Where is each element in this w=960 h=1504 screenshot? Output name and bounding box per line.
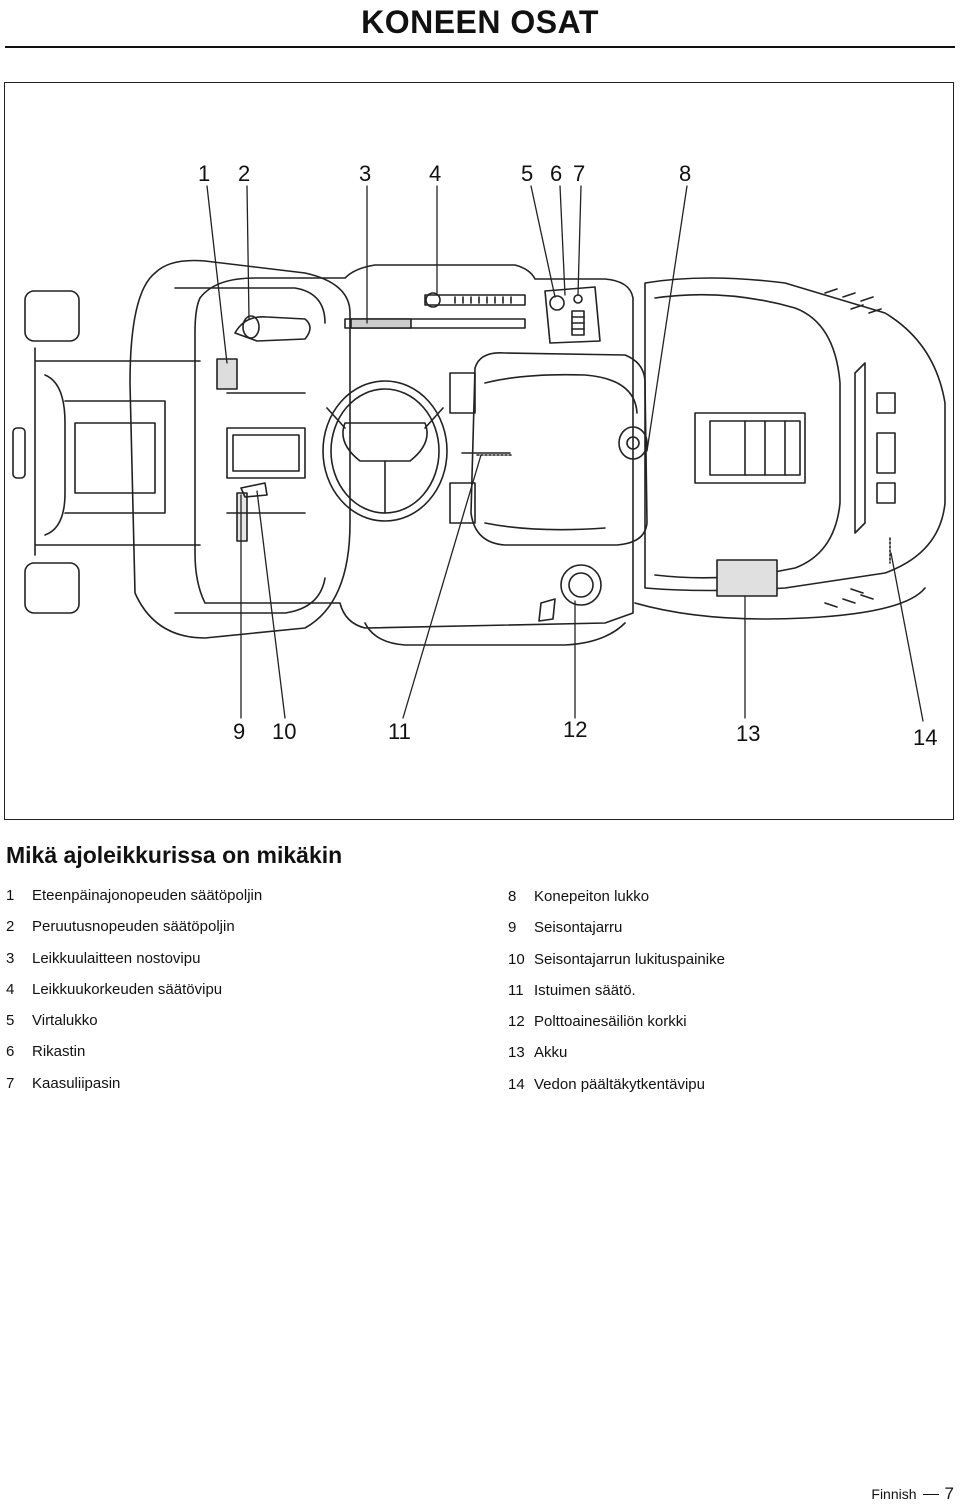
callout-3: 3 [359,161,372,186]
callout-5: 5 [521,161,534,186]
mower-line-drawing [12,185,946,722]
legend-label: Leikkuukorkeuden säätövipu [32,980,223,998]
ignition-key-icon [549,295,565,311]
legend-item: 4 Leikkuukorkeuden säätövipu [6,974,262,1005]
callout-9: 9 [233,719,246,744]
legend-label: Leikkuulaitteen nostovipu [32,949,201,967]
steering-wheel [322,380,448,522]
legend-label: Istuimen säätö. [534,981,636,999]
legend-item: 14 Vedon päältäkytkentävipu [508,1069,725,1100]
battery [716,559,778,597]
legend-label: Eteenpäinajonopeuden säätöpoljin [32,887,263,904]
callout-12: 12 [563,717,588,742]
callout-leaders [206,185,924,722]
legend-number: 12 [508,1013,525,1031]
callout-13: 13 [736,721,761,746]
seat [470,351,648,546]
footer-dash [922,1493,939,1495]
legend-item: 8 Konepeiton lukko [508,881,725,912]
front-right-wheel [24,562,80,614]
legend-item: 6 Rikastin [6,1036,262,1067]
legend-item: 7 Kaasuliipasin [6,1068,262,1099]
legend-list-right: 8 Konepeiton lukko 9 Seisontajarru 10 Seiso… [508,881,725,1100]
legend-label: Rikastin [32,1043,86,1061]
legend-item: 13 Akku [508,1037,725,1068]
parking-brake-lever [236,492,248,542]
footer-language: Finnish [871,1486,917,1502]
legend-label: Vedon päältäkytkentävipu [534,1075,705,1093]
callout-8: 8 [679,161,692,186]
legend-number: 9 [508,919,517,937]
engine-hood [644,277,946,592]
legend-number: 10 [508,950,525,968]
legend-label: Polttoainesäiliön korkki [534,1013,687,1031]
legend-list-left: 1 Eteenpäinajonopeuden säätöpoljin 2 Peruu… [6,880,262,1099]
front-left-wheel [24,290,80,342]
legend-number: 1 [6,887,15,904]
callout-14: 14 [913,725,938,750]
legend-item: 3 Leikkuulaitteen nostovipu [6,943,262,974]
legend-number: 8 [508,888,517,905]
callout-10: 10 [272,719,297,744]
legend-item: 9 Seisontajarru [508,912,725,943]
cutter-deck [129,259,351,639]
callout-7: 7 [573,161,586,186]
legend-label: Seisontajarrun lukituspainike [534,950,725,968]
fuel-cap [560,564,602,606]
pedal-knob [242,315,260,339]
page-number: 7 [944,1484,954,1503]
legend-number: 11 [508,981,524,999]
page-title: KONEEN OSAT [361,4,599,40]
legend-label: Kaasuliipasin [32,1074,121,1092]
legend-number: 6 [6,1043,15,1061]
legend-label: Virtalukko [32,1012,98,1030]
legend-number: 13 [508,1044,525,1062]
callout-11: 11 [388,719,411,744]
mower-diagram-figure: 1 2 3 4 5 6 7 8 9 10 11 12 13 14 [4,82,954,820]
legend-item: 12 Polttoainesäiliön korkki [508,1006,725,1037]
legend-number: 3 [6,949,15,967]
legend-number: 2 [6,918,15,936]
legend-number: 7 [6,1074,15,1092]
callout-1: 1 [198,161,211,186]
legend-item: 5 Virtalukko [6,1005,262,1036]
section-heading: Mikä ajoleikkurissa on mikäkin [6,842,343,868]
legend-item: 1 Eteenpäinajonopeuden säätöpoljin [6,880,262,911]
legend-item: 2 Peruutusnopeuden säätöpoljin [6,911,262,942]
legend-item: 11 Istuimen säätö. [508,975,725,1006]
legend-number: 14 [508,1075,525,1093]
legend-item: 10 Seisontajarrun lukituspainike [508,944,725,975]
callout-2: 2 [238,161,251,186]
legend-label: Peruutusnopeuden säätöpoljin [32,918,235,936]
legend-label: Seisontajarru [534,919,623,937]
title-rule [5,46,955,48]
legend-number: 4 [6,980,15,998]
mower-body [194,264,634,629]
page-footer: Finnish 7 [871,1484,954,1504]
legend-label: Konepeiton lukko [534,888,650,905]
legend-label: Akku [534,1044,568,1062]
callout-6: 6 [550,161,563,186]
legend-number: 5 [6,1012,15,1030]
callout-4: 4 [429,161,442,186]
